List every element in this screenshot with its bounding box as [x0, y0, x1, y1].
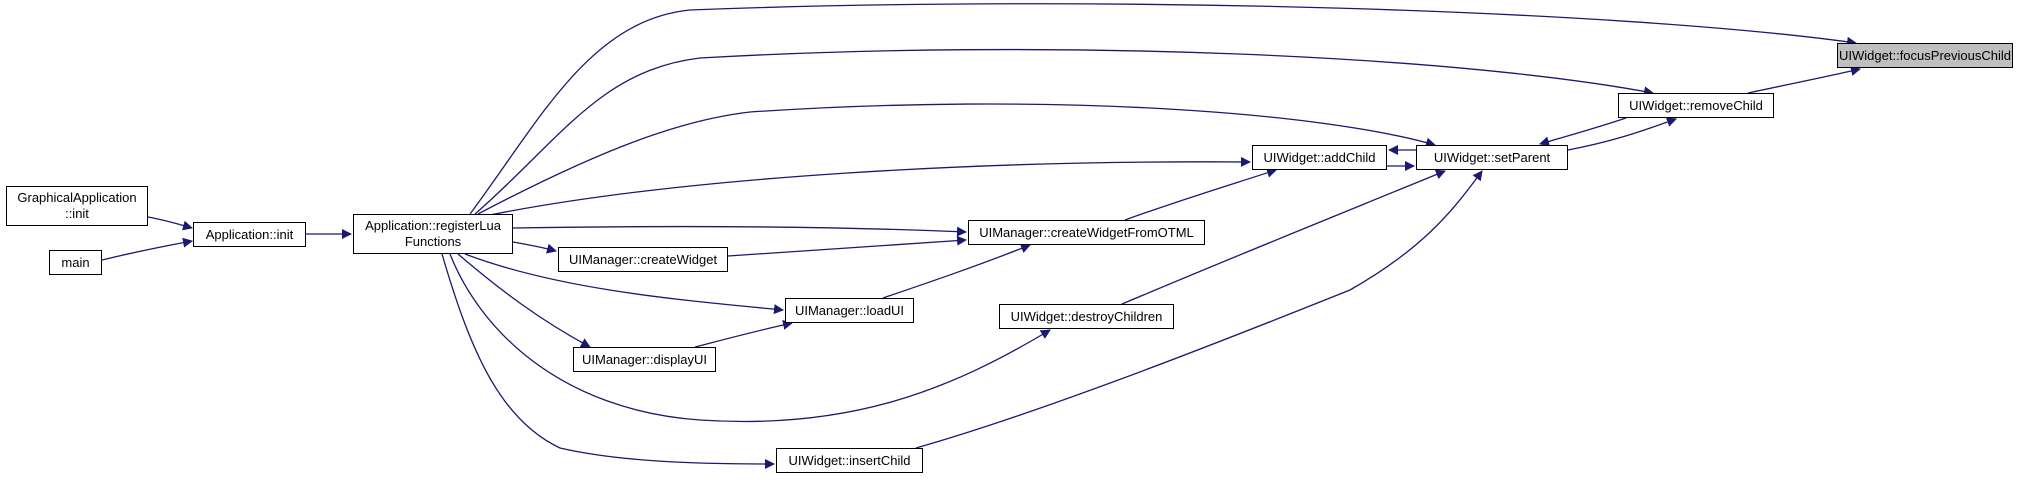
node-uimanager-displayui[interactable]: UIManager::displayUI	[573, 347, 716, 372]
node-label: UIWidget::focusPreviousChild	[1839, 47, 2011, 63]
node-label: UIWidget::destroyChildren	[1010, 308, 1163, 324]
node-uiwidget-insertchild[interactable]: UIWidget::insertChild	[776, 448, 923, 473]
edge-registerLua-to-setParent	[477, 103, 1436, 215]
node-label: UIWidget::removeChild	[1629, 97, 1763, 113]
node-label: main	[61, 254, 90, 270]
node-label: UIManager::loadUI	[794, 302, 905, 318]
edge-registerLua-to-loadUI	[464, 253, 784, 315]
node-label: UIWidget::insertChild	[788, 452, 911, 468]
edge-loadUI-to-createWidgetFromOTML	[882, 243, 1031, 299]
edge-main-to-appInit	[101, 237, 193, 261]
edge-removeChild-to-setParent	[1539, 117, 1627, 147]
edge-group	[101, 3, 1861, 469]
node-label: UIWidget::addChild	[1263, 149, 1376, 165]
node-graphicalapplication-init[interactable]: GraphicalApplication ::init	[6, 186, 148, 226]
node-main[interactable]: main	[49, 250, 102, 275]
node-uiwidget-addchild[interactable]: UIWidget::addChild	[1252, 145, 1387, 170]
node-label-line-1: GraphicalApplication	[17, 190, 137, 205]
node-label: UIManager::createWidget	[568, 251, 718, 267]
edge-displayUI-to-loadUI	[694, 320, 793, 348]
edge-registerLua-to-addChild	[474, 156, 1251, 219]
edge-createWidgetFromOTML-to-addChild	[1124, 168, 1277, 221]
node-label: UIWidget::setParent	[1433, 149, 1551, 165]
node-label: Application::init	[205, 226, 294, 242]
edge-createWidget-to-createWidgetFromOTML	[727, 235, 967, 257]
node-uiwidget-removechild[interactable]: UIWidget::removeChild	[1618, 93, 1774, 118]
node-application-init[interactable]: Application::init	[193, 222, 306, 247]
edge-registerLua-to-insertChild	[441, 253, 775, 469]
node-uiwidget-focuspreviouschild: UIWidget::focusPreviousChild	[1837, 43, 2013, 68]
node-label-line-2: Functions	[404, 234, 462, 249]
node-label-line-1: Application::registerLua	[365, 218, 501, 233]
node-uimanager-createwidgetfromotml[interactable]: UIManager::createWidgetFromOTML	[968, 220, 1205, 245]
edge-registerLua-to-destroyChildren	[449, 253, 1051, 423]
edge-graphicalInit-to-appInit	[147, 216, 193, 231]
node-uimanager-loadui[interactable]: UIManager::loadUI	[785, 298, 914, 323]
node-application-registerluafunctions[interactable]: Application::registerLua Functions	[353, 214, 513, 254]
node-uiwidget-setparent[interactable]: UIWidget::setParent	[1416, 145, 1568, 170]
node-uiwidget-destroychildren[interactable]: UIWidget::destroyChildren	[999, 304, 1174, 329]
edge-registerLua-to-removeChild	[474, 48, 1654, 215]
edge-removeChild-to-focusPreviousChild	[1747, 66, 1861, 94]
node-uimanager-createwidget[interactable]: UIManager::createWidget	[558, 247, 728, 272]
node-label: UIManager::displayUI	[582, 351, 707, 367]
edge-destroyChildren-to-setParent	[1121, 169, 1446, 305]
edge-registerLua-to-createWidgetFromOTML	[512, 225, 967, 237]
edge-insertChild-to-setParent	[915, 170, 1483, 449]
edge-setParent-to-removeChild	[1567, 117, 1677, 151]
edge-registerLua-to-focusPreviousChild	[469, 3, 1857, 215]
edge-registerLua-to-displayUI	[457, 253, 591, 348]
node-label-line-2: ::init	[65, 206, 89, 221]
node-label: UIManager::createWidgetFromOTML	[979, 224, 1194, 240]
edge-registerLua-to-createWidget	[512, 241, 557, 254]
